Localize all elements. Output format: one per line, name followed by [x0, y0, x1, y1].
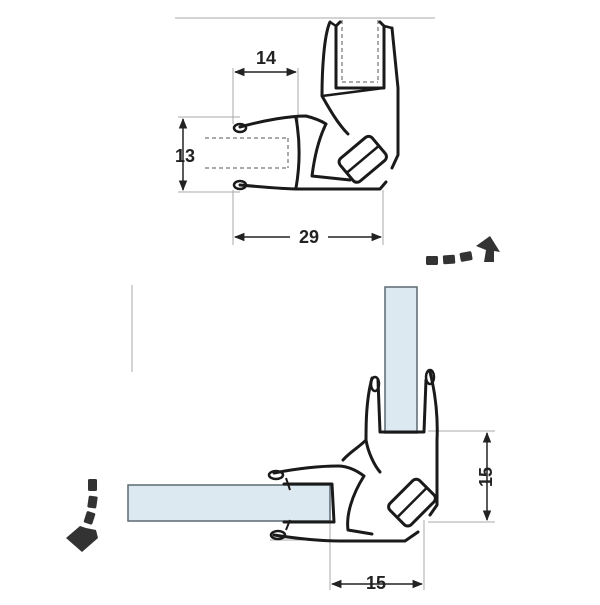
- dim-bottom-height-label: 15: [476, 467, 496, 487]
- dim-top-width-label: 14: [256, 48, 276, 68]
- bottom-lip-left: [369, 375, 381, 393]
- bottom-horizontal-arm: [272, 464, 420, 543]
- rotate-down-arrow-icon: [66, 479, 98, 552]
- dim-bottom-width: 15: [330, 573, 424, 593]
- dim-top-total: 29: [233, 224, 383, 248]
- bottom-lip-bottom: [269, 529, 287, 541]
- top-guide-lines: [175, 17, 435, 245]
- dim-top-total-label: 29: [299, 227, 319, 247]
- bottom-assembly: 15 15: [127, 285, 496, 593]
- horizontal-glass-panel: [127, 484, 331, 522]
- top-horizontal-arm: [238, 114, 388, 191]
- top-vertical-arm-inner: [321, 20, 393, 98]
- vertical-glass-panel: [384, 286, 418, 434]
- bottom-lip-right: [424, 368, 436, 386]
- dim-bottom-width-label: 15: [366, 573, 386, 593]
- bottom-guide-lines: [131, 285, 495, 590]
- top-dashed-glass: [205, 20, 379, 169]
- top-lip-lower: [232, 179, 248, 191]
- dim-top-width: 14: [233, 48, 298, 77]
- top-lip-upper: [232, 122, 248, 134]
- dim-top-height: 13: [175, 117, 195, 192]
- bottom-inner-bumps: [285, 477, 291, 531]
- dim-bottom-height: 15: [476, 431, 496, 522]
- rotate-clockwise-arrow-icon: [426, 236, 500, 265]
- bottom-magnet-block: [387, 477, 437, 528]
- top-profile: 14 13 29: [175, 17, 435, 248]
- bottom-vertical-arm: [341, 370, 439, 517]
- bottom-lip-top: [267, 469, 285, 481]
- top-magnet-block: [337, 134, 388, 184]
- dim-top-height-label: 13: [175, 146, 195, 166]
